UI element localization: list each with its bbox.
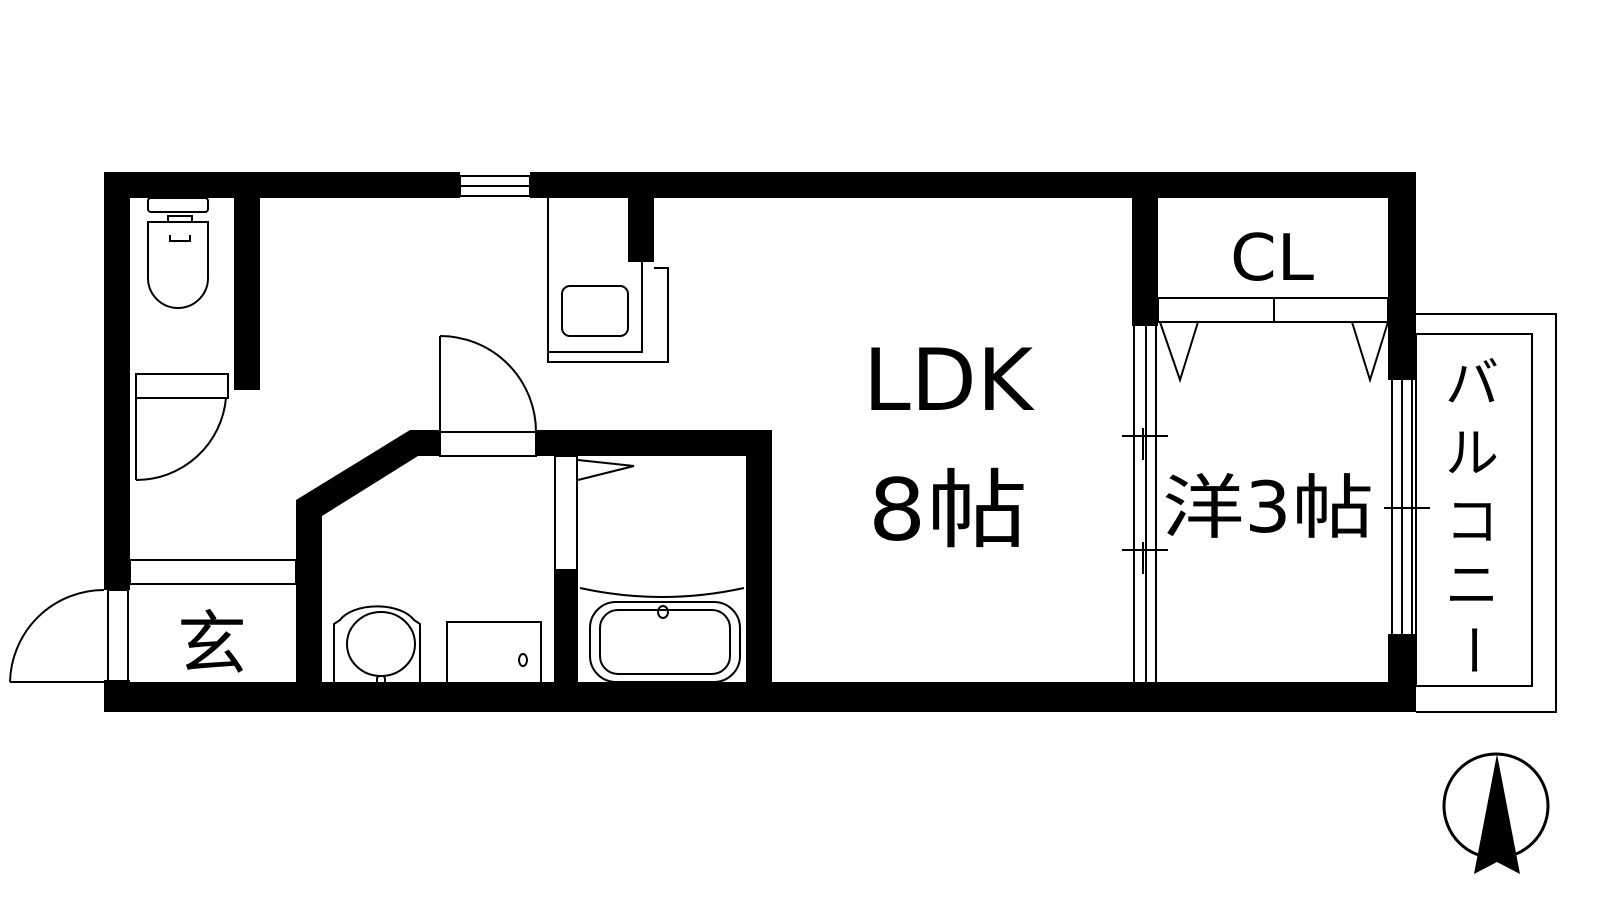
- washbasin-icon: [333, 605, 421, 691]
- walls: [104, 172, 1416, 712]
- svg-text:コ: コ: [1445, 490, 1499, 553]
- washing-machine-icon: [446, 621, 542, 687]
- svg-text:バ: バ: [1445, 352, 1499, 415]
- ldk-size-label: 8帖: [868, 461, 1028, 561]
- kitchen-sink: [547, 198, 669, 363]
- toilet-door: [135, 373, 229, 482]
- north-arrow-icon: [1442, 752, 1550, 874]
- entrance-label: 玄: [177, 603, 247, 685]
- window-top: [459, 175, 531, 197]
- western-room-label: 洋3帖: [1162, 467, 1374, 549]
- svg-text:ニ: ニ: [1445, 554, 1499, 617]
- bathtub-icon: [579, 587, 745, 683]
- closet-label: CL: [1230, 222, 1314, 296]
- closet-doors: [1157, 297, 1389, 384]
- balcony-window: [1384, 380, 1430, 634]
- svg-text:ー: ー: [1441, 623, 1504, 677]
- toilet-icon: [147, 197, 209, 309]
- balcony-label: バ ル コ ニ ー: [1441, 352, 1504, 677]
- svg-text:ル: ル: [1445, 422, 1499, 485]
- balcony: [1415, 313, 1557, 713]
- entrance-area: [9, 559, 297, 683]
- ldk-label: LDK: [863, 331, 1036, 431]
- western-room-partition: [1122, 326, 1168, 686]
- washroom-door: [439, 335, 537, 457]
- bath-door: [554, 455, 635, 571]
